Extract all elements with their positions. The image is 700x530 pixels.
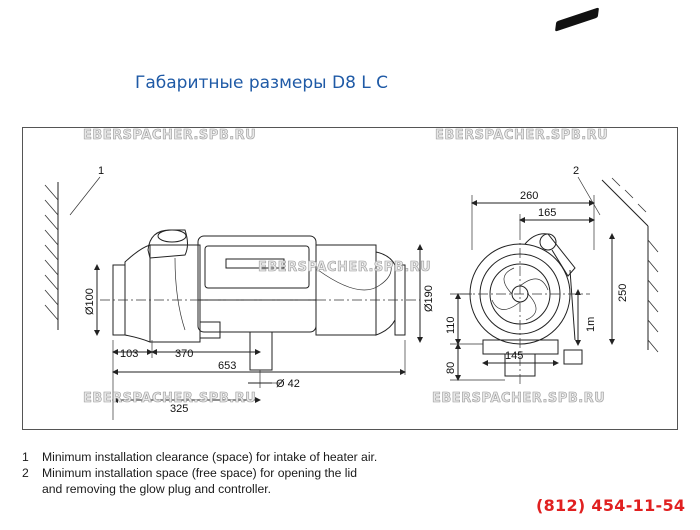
dim-d190: Ø190	[423, 285, 435, 312]
note-number: 1	[22, 450, 29, 464]
dim-370: 370	[175, 348, 193, 360]
callout-1: 1	[98, 165, 104, 177]
watermark: EBERSPACHER.SPB.RU	[83, 128, 256, 143]
dim-80: 80	[445, 362, 457, 374]
note-text: and removing the glow plug and controlle…	[42, 482, 271, 496]
callout-2-leader	[577, 176, 601, 216]
heater-side-view	[100, 229, 420, 371]
dim-325: 325	[170, 403, 188, 415]
dim-250: 250	[617, 284, 629, 302]
drawing-frame	[22, 127, 678, 430]
dim-653: 653	[218, 360, 236, 372]
note-item: 2 Minimum installation space (free space…	[22, 465, 377, 481]
dim-d42: Ø 42	[276, 378, 300, 390]
dim-165: 165	[538, 207, 556, 219]
callout-1-leader	[69, 176, 101, 216]
watermark: EBERSPACHER.SPB.RU	[83, 391, 256, 406]
dim-260: 260	[520, 190, 538, 202]
dim-103: 103	[120, 348, 138, 360]
dim-110: 110	[445, 316, 457, 334]
watermark: EBERSPACHER.SPB.RU	[258, 260, 431, 275]
phone-number: (812) 454-11-54	[536, 496, 686, 515]
dim-d100: Ø100	[84, 288, 96, 315]
note-text: Minimum installation space (free space) …	[42, 466, 358, 480]
callout-2: 2	[573, 165, 579, 177]
left-wall-hatch	[44, 182, 59, 330]
watermark: EBERSPACHER.SPB.RU	[432, 391, 605, 406]
right-wall-hatch	[601, 177, 659, 353]
page-title: Габаритные размеры D8 L C	[135, 73, 389, 93]
note-item: 1 Minimum installation clearance (space)…	[22, 449, 377, 465]
heater-front-view	[460, 230, 590, 385]
dim-145: 145	[505, 350, 523, 362]
watermark: EBERSPACHER.SPB.RU	[435, 128, 608, 143]
note-item: and removing the glow plug and controlle…	[22, 481, 377, 497]
note-number: 2	[22, 466, 29, 480]
note-text: Minimum installation clearance (space) f…	[42, 450, 378, 464]
dim-1m: 1m	[585, 317, 597, 332]
notes: 1 Minimum installation clearance (space)…	[22, 449, 377, 497]
note-number	[22, 481, 42, 497]
